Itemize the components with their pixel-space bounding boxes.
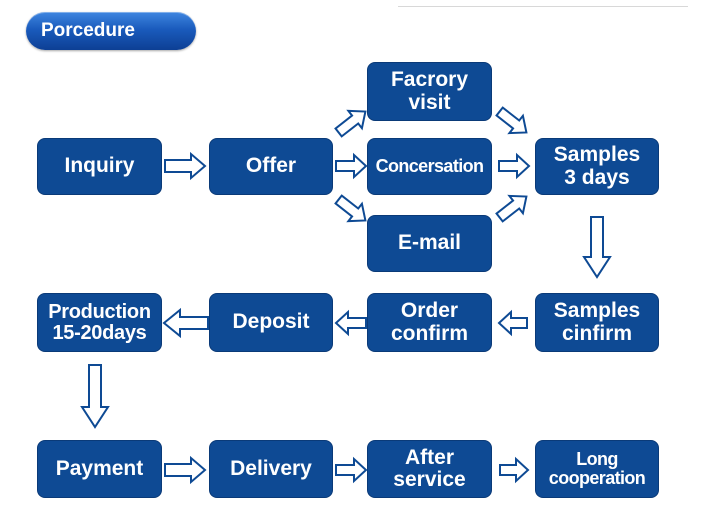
node-samples-confirm: Samples cinfirm — [536, 294, 658, 351]
arrow-delivery-after-icon — [335, 456, 368, 484]
node-inquiry: Inquiry — [38, 139, 161, 194]
arrow-email-samples-icon — [495, 194, 528, 223]
node-samples: Samples 3 days — [536, 139, 658, 194]
node-long-cooperation: Long cooperation — [536, 441, 658, 497]
arrow-factory-samples-icon — [495, 106, 528, 135]
node-email: E-mail — [368, 216, 491, 271]
node-delivery: Delivery — [210, 441, 332, 497]
node-after-service: After service — [368, 441, 491, 497]
arrow-order-deposit-icon — [334, 309, 367, 337]
arrow-after-long-icon — [499, 456, 530, 484]
node-offer: Offer — [210, 139, 332, 194]
page-title: Porcedure — [26, 12, 196, 50]
node-conversation: Concersation — [368, 139, 491, 194]
arrow-sconfirm-order-icon — [497, 309, 528, 337]
arrow-offer-conversation-icon — [335, 152, 368, 180]
arrow-payment-delivery-icon — [164, 455, 207, 485]
node-payment: Payment — [38, 441, 161, 497]
node-factory-visit: Facrory visit — [368, 63, 491, 120]
arrow-inquiry-offer-icon — [164, 151, 207, 181]
arrow-production-down-icon — [80, 364, 110, 429]
arrow-deposit-production-icon — [162, 307, 209, 339]
node-production: Production 15-20days — [38, 294, 161, 351]
node-order-confirm: Order confirm — [368, 294, 491, 351]
divider — [398, 6, 688, 7]
arrow-offer-email-icon — [334, 194, 367, 223]
arrow-samples-down-icon — [582, 216, 612, 279]
arrow-offer-factory-icon — [334, 109, 367, 138]
arrow-conversation-samples-icon — [498, 152, 531, 180]
node-deposit: Deposit — [210, 294, 332, 351]
